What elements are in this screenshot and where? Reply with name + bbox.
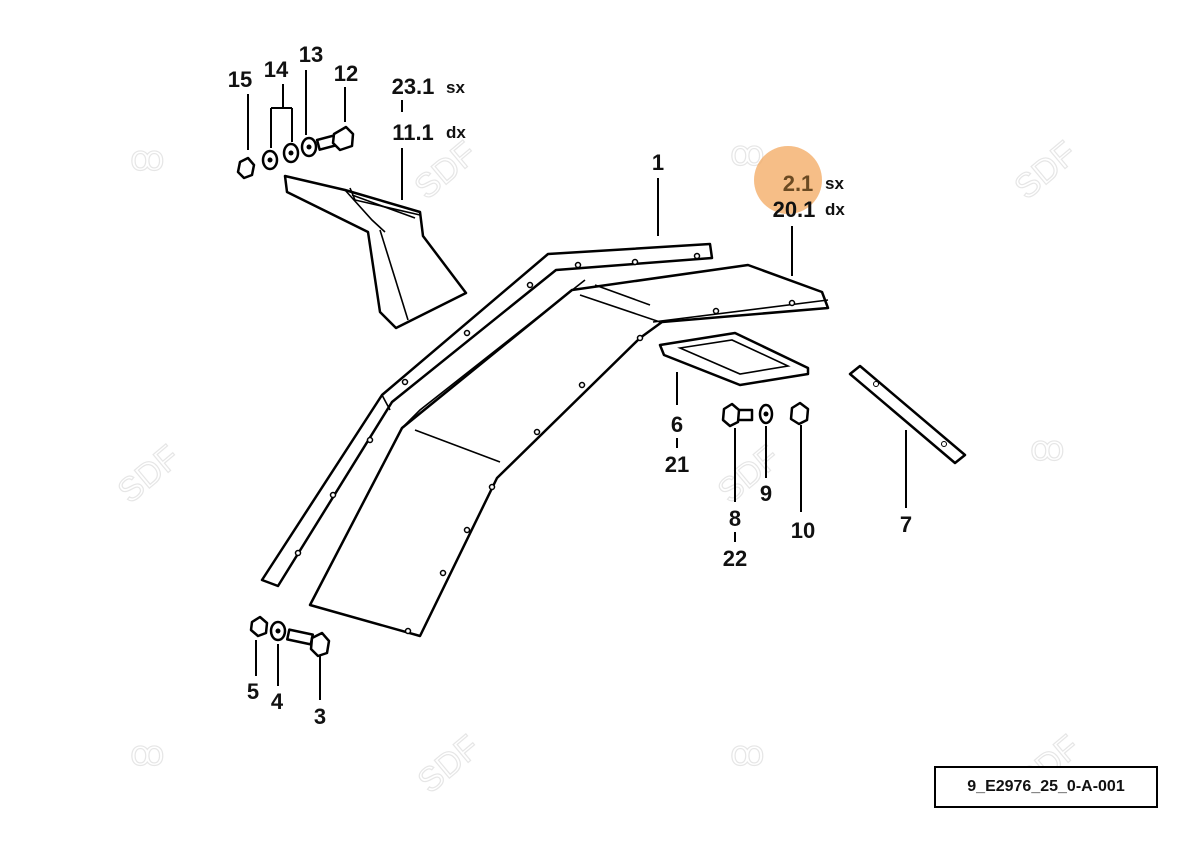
label-2-1[interactable]: 2.1 — [783, 171, 814, 196]
label-23-1[interactable]: 23.1 — [392, 74, 435, 99]
strip-part-7[interactable] — [848, 364, 967, 465]
label-8[interactable]: 8 — [729, 506, 741, 531]
label-14[interactable]: 14 — [264, 57, 289, 82]
fender-rail[interactable] — [260, 242, 714, 588]
label-10[interactable]: 10 — [791, 518, 815, 543]
watermark-sdf: SDF — [711, 438, 788, 511]
label-11-1[interactable]: 11.1 — [392, 120, 434, 145]
callout-labels: 15 14 13 12 23.1 sx 11.1 dx 1 2.1 sx 20.… — [228, 42, 912, 729]
watermark-logo: ꝏ — [730, 735, 765, 773]
label-3[interactable]: 3 — [314, 704, 326, 729]
panel-holes — [294, 252, 796, 635]
label-23-1-side: sx — [446, 78, 465, 97]
label-9[interactable]: 9 — [760, 481, 772, 506]
label-6[interactable]: 6 — [671, 412, 683, 437]
fasteners-top[interactable] — [236, 125, 355, 180]
leader-lines — [247, 70, 907, 700]
watermark-logo: ꝏ — [130, 735, 165, 773]
label-20-1[interactable]: 20.1 — [773, 197, 816, 222]
label-4[interactable]: 4 — [271, 689, 284, 714]
fender-panel[interactable] — [308, 263, 830, 638]
fasteners-middle[interactable] — [721, 401, 810, 428]
label-15[interactable]: 15 — [228, 67, 252, 92]
label-13[interactable]: 13 — [299, 42, 323, 67]
label-22[interactable]: 22 — [723, 546, 747, 571]
label-1[interactable]: 1 — [652, 150, 664, 175]
watermark-logo: ꝏ — [1030, 430, 1065, 468]
label-12[interactable]: 12 — [334, 61, 358, 86]
label-2-1-side: sx — [825, 174, 844, 193]
frame-part-6[interactable] — [658, 331, 810, 387]
label-20-1-side: dx — [825, 200, 845, 219]
watermark-sdf: SDF — [407, 134, 484, 207]
label-7[interactable]: 7 — [900, 512, 912, 537]
label-11-1-side: dx — [446, 123, 466, 142]
label-5[interactable]: 5 — [247, 679, 259, 704]
label-21[interactable]: 21 — [665, 452, 689, 477]
mud-flap-bracket[interactable] — [283, 174, 468, 330]
watermark-sdf: SDF — [111, 438, 188, 511]
fasteners-bottom[interactable] — [249, 615, 331, 658]
watermark-logo: ꝏ — [130, 140, 165, 178]
highlight-marker[interactable] — [754, 146, 822, 214]
diagram-code: 9_E2976_25_0-A-001 — [934, 766, 1158, 808]
watermark-sdf: SDF — [1007, 134, 1084, 207]
watermark-sdf: SDF — [411, 728, 488, 801]
